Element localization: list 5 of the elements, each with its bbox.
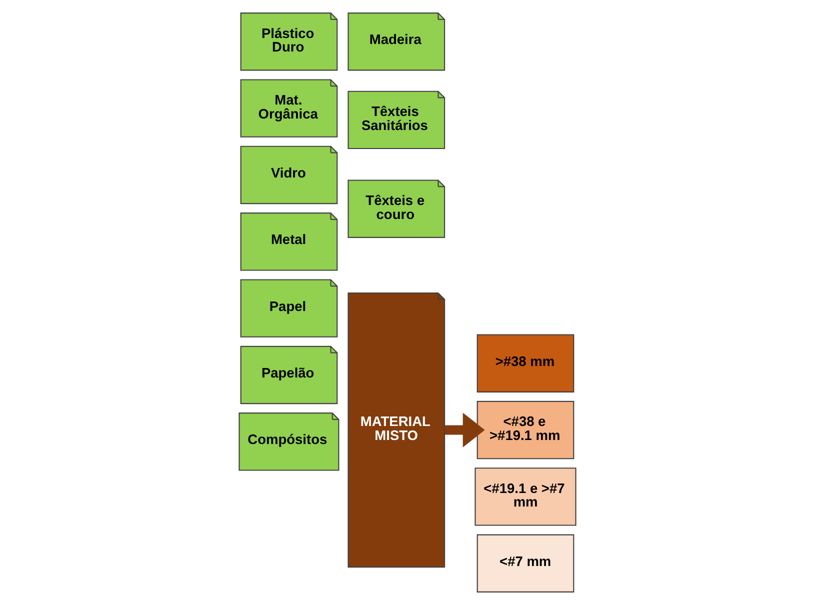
- arrow: [444, 412, 484, 448]
- node-box: <#19.1 e >#7 mm: [474, 468, 576, 526]
- node-box: <#38 e >#19.1 mm: [476, 400, 574, 460]
- node-box: <#7 mm: [476, 534, 574, 592]
- node-box: >#38 mm: [476, 334, 574, 392]
